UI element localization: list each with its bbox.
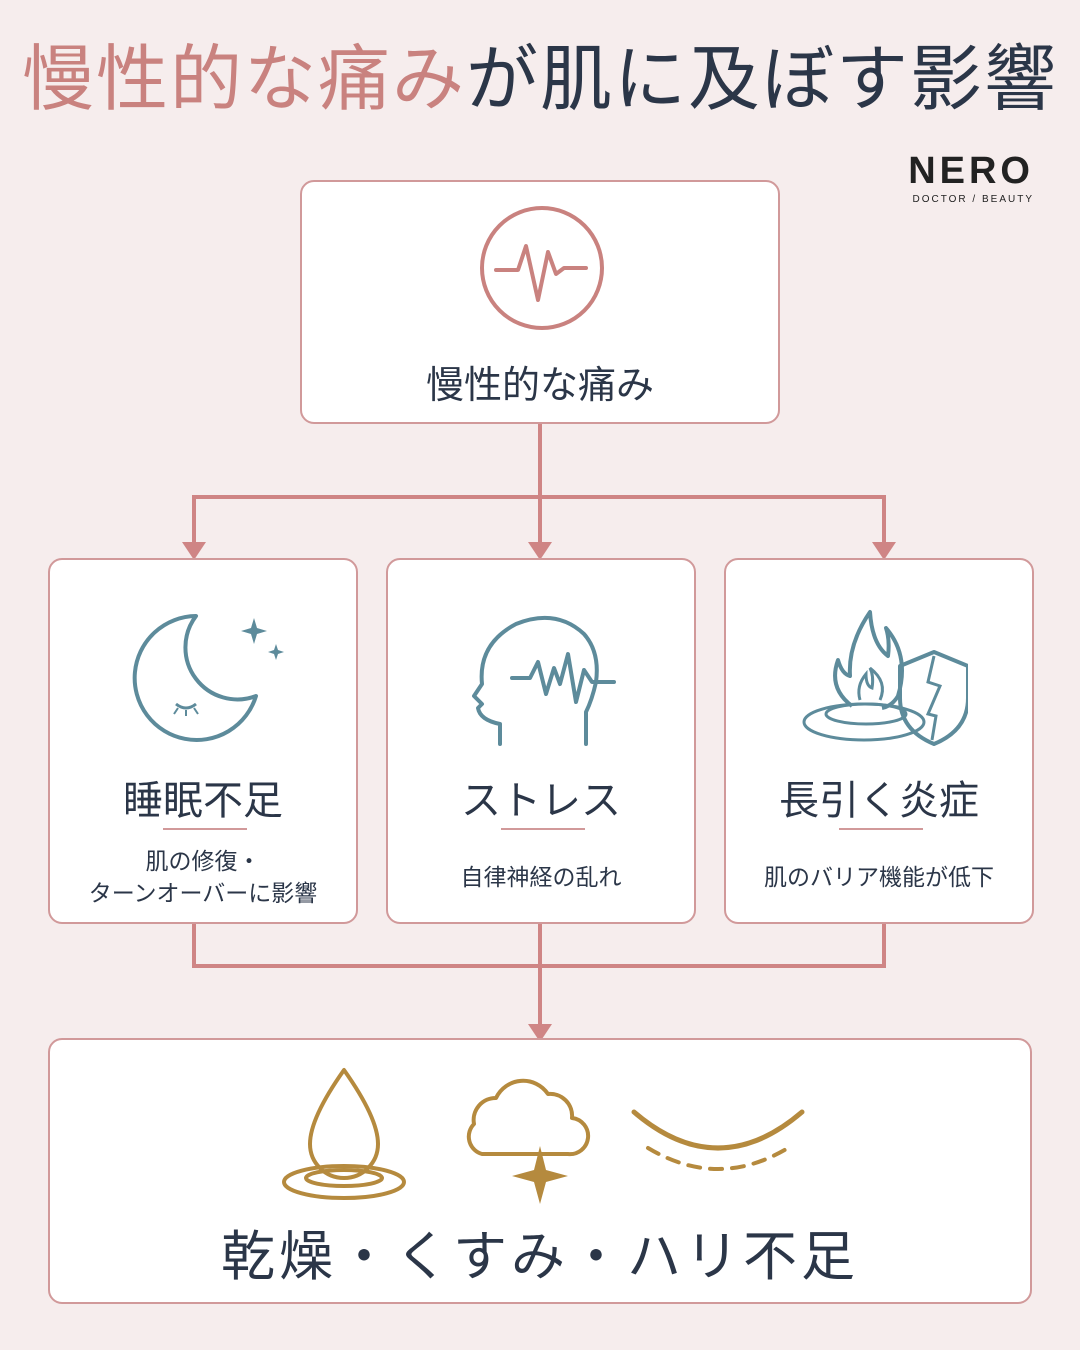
page-title: 慢性的な痛みが肌に及ぼす影響 [0,37,1080,121]
brand-subtitle: DOCTOR / BEAUTY [912,194,1034,205]
factor-card-inflammation: 長引く炎症 肌のバリア機能が低下 [724,558,1034,924]
connector-branch [192,495,886,544]
head-brainwave-icon [472,616,616,746]
arrowhead-stress [528,542,552,560]
factor-label-stress: ストレス [461,778,621,824]
moon-icon [132,614,284,742]
flame-shield-icon [802,610,968,746]
factor-desc-sleep: 肌の修復・ ターンオーバーに影響 [50,846,356,910]
arrowhead-result [528,1024,552,1042]
factor-desc-line: ターンオーバーに影響 [88,881,318,907]
factor-label-inflammation: 長引く炎症 [779,778,979,824]
result-label: 乾燥・くすみ・ハリ不足 [221,1225,859,1288]
factor-card-sleep: 睡眠不足 肌の修復・ ターンオーバーに影響 [48,558,358,924]
factor-label-sleep: 睡眠不足 [123,778,283,824]
factor-card-stress: ストレス 自律神経の乱れ [386,558,696,924]
divider [163,828,247,830]
factor-desc-inflammation: 肌のバリア機能が低下 [726,862,1032,894]
divider [839,828,923,830]
sagging-curve-icon [631,1109,805,1171]
cloud-sparkle-icon [466,1078,591,1204]
result-box: 乾燥・くすみ・ハリ不足 [48,1038,1032,1304]
title-highlight: 慢性的な痛み [21,37,466,121]
brand-name: NERO [908,150,1034,192]
title-rest: が肌に及ぼす影響 [466,37,1059,121]
factor-desc-line: 肌のバリア機能が低下 [764,865,994,891]
cause-label: 慢性的な痛み [425,363,654,407]
water-drop-icon [282,1068,406,1200]
arrowhead-sleep [182,542,206,560]
factor-desc-line: 自律神経の乱れ [460,865,622,891]
brand-logo: NERO DOCTOR / BEAUTY [908,152,1034,205]
factor-desc-stress: 自律神経の乱れ [388,862,694,894]
divider [501,828,585,830]
arrowhead-inflam [872,542,896,560]
pulse-icon [480,206,604,330]
factor-desc-line: 肌の修復・ [145,849,261,875]
cause-box: 慢性的な痛み [300,180,780,424]
